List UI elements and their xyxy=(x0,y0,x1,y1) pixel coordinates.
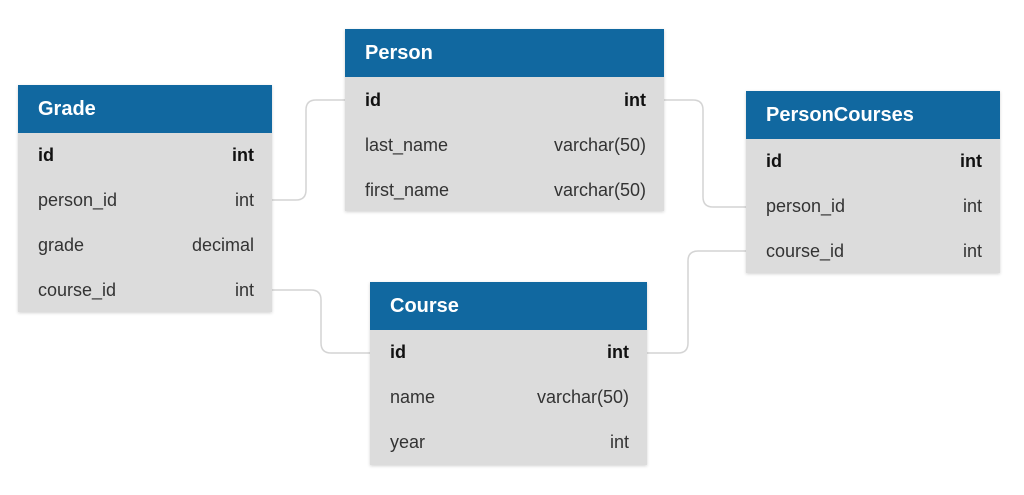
column-type: decimal xyxy=(191,235,254,255)
column-type: varchar(50) xyxy=(553,135,646,155)
table-person-header: Person xyxy=(345,29,664,77)
table-course-header: Course xyxy=(370,282,647,330)
column-name: person_id xyxy=(766,196,846,216)
column-name: id xyxy=(365,89,381,110)
column-name: person_id xyxy=(38,190,118,210)
table-row: course_id int xyxy=(18,268,272,313)
column-name: last_name xyxy=(365,135,449,155)
column-type: int xyxy=(962,196,982,216)
table-row: person_id int xyxy=(18,178,272,223)
table-row: grade decimal xyxy=(18,223,272,268)
column-name: id xyxy=(766,151,782,171)
table-row: id int xyxy=(18,133,272,178)
column-name: grade xyxy=(38,235,85,255)
connector-grade-person xyxy=(272,99,345,201)
column-name: course_id xyxy=(766,241,845,261)
table-course[interactable]: Course id int name varchar(50) year int xyxy=(370,282,647,465)
column-name: id xyxy=(38,145,54,165)
table-grade[interactable]: Grade id int person_id int grade decimal… xyxy=(18,85,272,312)
table-row: person_id int xyxy=(746,184,1000,229)
connector-personcourses-person xyxy=(664,99,746,208)
table-row: course_id int xyxy=(746,229,1000,274)
column-type: int xyxy=(234,280,254,300)
table-row: id int xyxy=(345,77,664,123)
column-type: int xyxy=(960,151,982,171)
table-grade-header: Grade xyxy=(18,85,272,133)
column-type: int xyxy=(962,241,982,261)
column-type: int xyxy=(607,342,629,362)
table-row: year int xyxy=(370,420,647,465)
column-type: varchar(50) xyxy=(553,180,646,200)
column-type: int xyxy=(609,432,629,452)
table-row: id int xyxy=(370,330,647,375)
table-personcourses-header: PersonCourses xyxy=(746,91,1000,139)
column-type: int xyxy=(234,190,254,210)
column-name: first_name xyxy=(365,180,450,200)
connector-personcourses-course xyxy=(647,250,746,354)
table-row: id int xyxy=(746,139,1000,184)
column-type: varchar(50) xyxy=(536,387,629,407)
connector-grade-course xyxy=(272,289,370,354)
column-name: year xyxy=(390,432,426,452)
table-personcourses[interactable]: PersonCourses id int person_id int cours… xyxy=(746,91,1000,273)
column-type: int xyxy=(232,145,254,165)
table-row: name varchar(50) xyxy=(370,375,647,420)
table-person[interactable]: Person id int last_name varchar(50) firs… xyxy=(345,29,664,211)
column-type: int xyxy=(624,89,646,110)
table-row: first_name varchar(50) xyxy=(345,168,664,213)
column-name: name xyxy=(390,387,436,407)
table-row: last_name varchar(50) xyxy=(345,123,664,168)
column-name: course_id xyxy=(38,280,117,300)
column-name: id xyxy=(390,342,406,362)
